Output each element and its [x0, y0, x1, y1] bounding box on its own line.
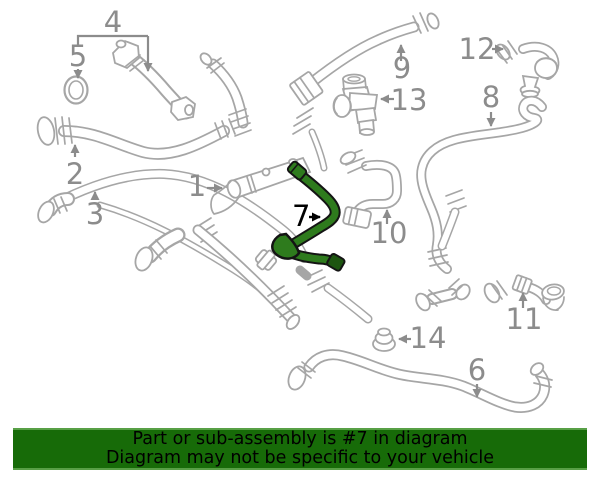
banner-line-2: Diagram may not be specific to your vehi…: [105, 448, 495, 468]
part-12-connector: [495, 40, 560, 99]
part-14-grommet: [372, 327, 396, 352]
callout-6: 6: [468, 353, 486, 398]
part-number-6: 6: [468, 353, 486, 387]
callout-8: 8: [482, 80, 500, 127]
part-5-oring: [63, 75, 89, 105]
banner-line-1: Part or sub-assembly is #7 in diagram: [132, 429, 468, 449]
part-number-10: 10: [371, 216, 408, 250]
callout-1: 1: [188, 169, 223, 203]
callout-4: 4: [76, 5, 153, 72]
part-9-hose: [289, 12, 440, 106]
part-number-7: 7: [292, 199, 310, 233]
part-number-14: 14: [410, 321, 447, 355]
part-11-connector: [483, 274, 565, 311]
callout-11: 11: [506, 292, 542, 336]
part-2-hose: [36, 116, 236, 160]
callout-4-bracket: [76, 34, 148, 46]
callout-9: 9: [393, 44, 411, 85]
notice-banner: Part or sub-assembly is #7 in diagram Di…: [13, 428, 587, 470]
callout-3: 3: [86, 191, 104, 231]
part-13-valve: [332, 73, 379, 136]
callout-2: 2: [66, 144, 84, 191]
part-6-hose: [287, 349, 553, 413]
part-10-hose: [339, 149, 402, 229]
callout-5: 5: [69, 39, 87, 79]
part-7-highlighted-hose: [271, 160, 346, 272]
callout-14: 14: [398, 321, 447, 355]
part-number-2: 2: [66, 157, 84, 191]
part-number-13: 13: [391, 83, 428, 117]
part-7-elbow-fitting: [271, 232, 301, 260]
callout-13: 13: [380, 83, 428, 117]
part-number-4: 4: [104, 5, 122, 39]
upper-center-hose: [199, 52, 252, 137]
part-number-8: 8: [482, 80, 500, 114]
callout-7: 7: [292, 199, 321, 233]
part-number-1: 1: [188, 169, 206, 203]
callout-12: 12: [459, 32, 504, 66]
part-number-9: 9: [393, 51, 411, 85]
part-number-12: 12: [459, 32, 496, 66]
part-8-hose: [415, 95, 547, 312]
part-number-3: 3: [86, 197, 104, 231]
callout-10: 10: [371, 209, 408, 250]
part-4-pipe: [112, 39, 196, 121]
part-number-5: 5: [69, 39, 87, 73]
part-1-pipe-assembly: [96, 107, 373, 330]
